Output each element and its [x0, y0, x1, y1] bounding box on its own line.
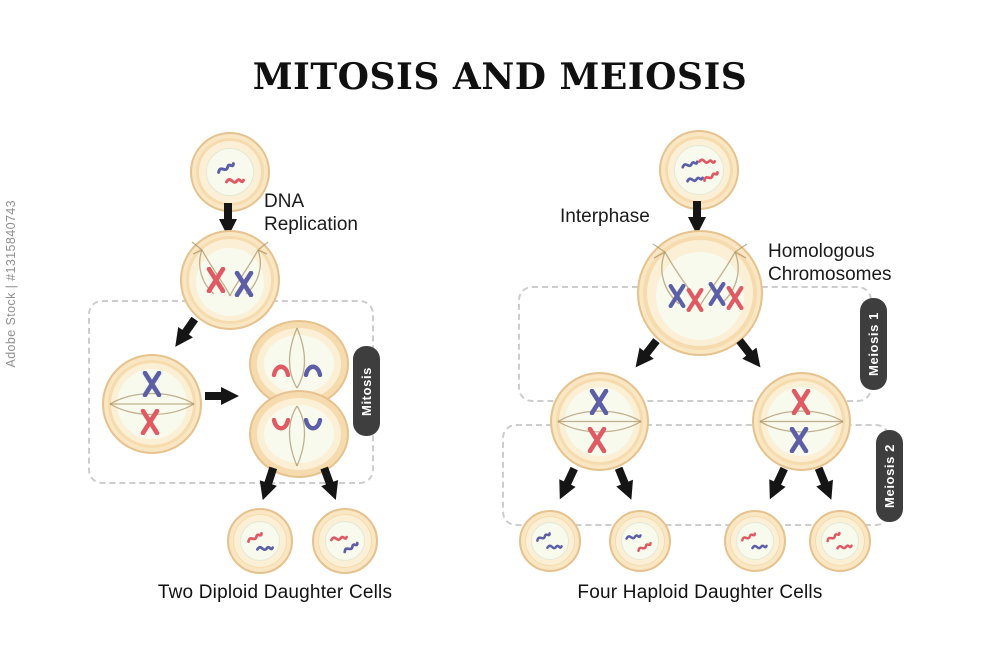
- chromosome-squiggle-blue: [217, 162, 235, 174]
- chromosome-hook-blue: [303, 364, 323, 377]
- chromosome-x-blue: [668, 284, 686, 308]
- chromosome-hook-red: [271, 364, 291, 377]
- chromosome-x-blue: [142, 371, 162, 397]
- meiosis1-badge: Meiosis 1: [860, 298, 887, 390]
- chromosome-squiggle-red: [247, 532, 263, 543]
- chromosome-squiggle-red: [826, 531, 841, 543]
- chromosome-squiggle-red: [740, 532, 757, 542]
- mitosis-caption: Two Diploid Daughter Cells: [157, 582, 393, 603]
- chromosome-x-red: [791, 389, 811, 415]
- meiosis1-badge-label: Meiosis 1: [866, 312, 881, 376]
- homologous-chromosomes-label: Homologous Chromosomes: [768, 241, 892, 286]
- daughter-cell-diploid-2: [312, 508, 378, 574]
- chromosome-squiggle-red: [697, 158, 717, 165]
- cell-mitosis-prophase: [180, 230, 280, 330]
- chromosome-squiggle-blue: [256, 545, 274, 552]
- cell-meiosis-interphase: [659, 130, 739, 210]
- arrow-dna-replication: [219, 203, 237, 237]
- dna-replication-label: DNA Replication: [264, 191, 358, 236]
- chromosome-squiggle-blue: [751, 544, 768, 550]
- chromosome-squiggle-blue: [343, 541, 359, 554]
- cell-mitosis-interphase: [190, 132, 270, 212]
- chromosome-squiggle-red: [836, 544, 853, 550]
- spindle-fibers: [191, 241, 269, 297]
- chromosome-cup-blue: [303, 418, 323, 431]
- chromosome-squiggle-blue: [681, 160, 699, 169]
- arrow-meiosis2-2: [614, 466, 633, 500]
- chromosome-squiggle-red: [330, 535, 348, 542]
- cell-mitosis-metaphase: [102, 354, 202, 454]
- chromosome-squiggle-red: [224, 178, 246, 184]
- chromosome-x-red: [686, 288, 704, 312]
- chromosome-squiggle-red: [703, 171, 719, 182]
- arrow-to-metaphase: [175, 316, 199, 347]
- arrow-to-daughter-right: [320, 466, 339, 500]
- chromosome-x-red: [206, 267, 226, 293]
- chromosome-squiggle-blue: [536, 532, 551, 542]
- meiosis2-badge: Meiosis 2: [876, 430, 903, 522]
- cell-meiosis2-right: [752, 372, 851, 471]
- meiosis-caption: Four Haploid Daughter Cells: [577, 582, 823, 603]
- page-title: MITOSIS AND MEIOSIS: [252, 56, 748, 98]
- chromosome-x-blue: [708, 282, 726, 306]
- mitosis-badge-label: Mitosis: [359, 366, 374, 416]
- chromosome-cup-red: [271, 418, 291, 431]
- arrow-to-anaphase: [205, 387, 239, 405]
- stock-watermark: Adobe Stock | #1315840743: [4, 200, 18, 368]
- chromosome-x-red: [726, 286, 744, 310]
- daughter-cell-haploid-1: [519, 510, 581, 572]
- chromosome-squiggle-blue: [686, 176, 704, 183]
- chromosome-x-red: [587, 427, 607, 453]
- chromosome-squiggle-blue: [546, 544, 563, 550]
- daughter-cell-haploid-4: [809, 510, 871, 572]
- arrow-meiosis2-1: [559, 466, 578, 500]
- chromosome-squiggle-blue: [625, 534, 642, 540]
- chromosome-x-blue: [589, 389, 609, 415]
- mitosis-badge: Mitosis: [353, 346, 380, 436]
- chromosome-x-blue: [789, 427, 809, 453]
- arrow-meiosis2-3: [769, 466, 788, 500]
- chromosome-x-red: [140, 409, 160, 435]
- cell-meiosis2-left: [550, 372, 649, 471]
- cell-meiosis-prophase1: [637, 230, 763, 356]
- arrow-to-daughter-left: [259, 466, 278, 501]
- chromosome-squiggle-red: [637, 541, 652, 553]
- daughter-cell-haploid-3: [724, 510, 786, 572]
- daughter-cell-haploid-2: [609, 510, 671, 572]
- chromosome-x-blue: [234, 271, 254, 297]
- arrow-interphase: [688, 201, 706, 235]
- arrow-meiosis1-right: [736, 338, 761, 368]
- interphase-label: Interphase: [560, 206, 650, 227]
- arrow-meiosis1-left: [635, 338, 660, 368]
- daughter-cell-diploid-1: [227, 508, 293, 574]
- cell-mitosis-telophase: [247, 318, 349, 478]
- spindle-fibers: [109, 392, 195, 416]
- spindle-fibers: [288, 327, 306, 467]
- meiosis2-badge-label: Meiosis 2: [882, 444, 897, 508]
- arrow-meiosis2-4: [814, 466, 833, 500]
